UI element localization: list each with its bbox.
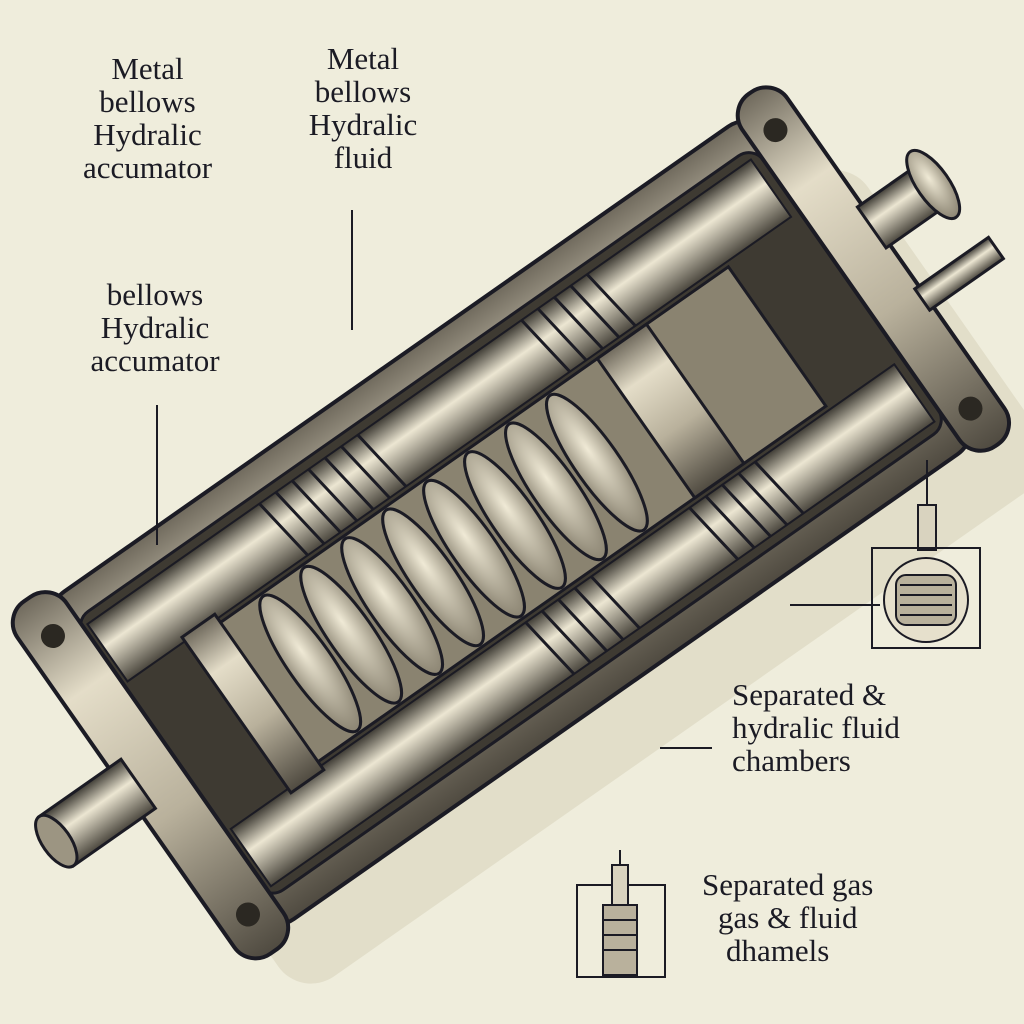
label-line: fluid <box>333 140 393 175</box>
metal-bellows <box>258 392 649 734</box>
label-line: bellows <box>99 84 196 119</box>
accumulator-body <box>10 85 1024 984</box>
label-line: chambers <box>732 743 851 778</box>
lower-spring <box>524 460 805 676</box>
fitting-bolt <box>912 235 1006 313</box>
label-line: Separated gas <box>702 867 874 902</box>
label-separated-chambers: Separated & hydralic fluid chambers <box>732 678 900 777</box>
right-flange <box>735 85 1012 453</box>
gas-fluid-detail-inset <box>576 850 666 978</box>
label-separated-gas-fluid: Separated gas gas & fluid dhamels <box>702 868 873 967</box>
label-line: accumator <box>90 343 220 378</box>
label-line: Hydralic <box>93 117 202 152</box>
label-bellows-accumulator: bellows Hydralic accumator <box>55 278 255 377</box>
label-line: Hydralic <box>308 107 418 142</box>
label-line: gas & fluid <box>718 900 858 935</box>
label-line: Metal <box>111 51 184 86</box>
chamber-detail-inset <box>871 460 981 649</box>
label-line: accumator <box>82 150 213 185</box>
label-line: Metal <box>326 41 400 76</box>
label-metal-bellows-accumulator: Metal bellows Hydralic accumator <box>40 52 255 184</box>
label-line: Separated & <box>732 677 887 712</box>
label-line: bellows <box>106 277 204 312</box>
label-line: bellows <box>314 74 412 109</box>
label-line: Hydralic <box>100 310 210 345</box>
upper-spring <box>258 273 637 557</box>
leader-lines <box>156 210 880 749</box>
label-line: dhamels <box>726 933 830 968</box>
label-line: hydralic fluid <box>732 710 900 745</box>
label-metal-bellows-fluid: Metal bellows Hydralic fluid <box>278 42 448 174</box>
